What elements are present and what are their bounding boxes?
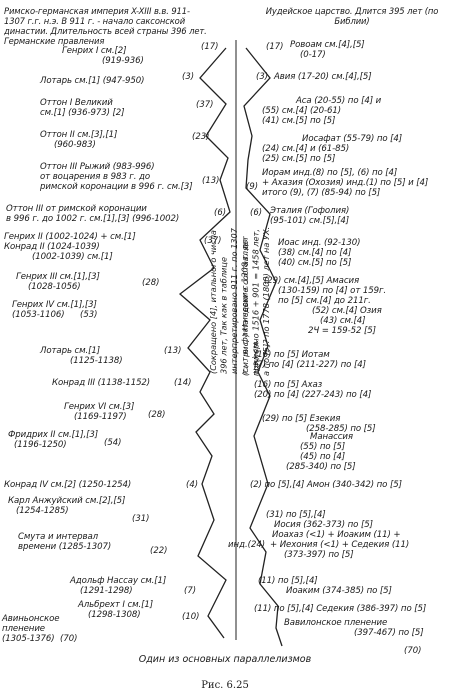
left-mark-15: (31) [132, 514, 150, 524]
right-entry-4: Иосафат (55-79) по [4](24) см.[4] и (61-… [262, 134, 403, 164]
right-entry-11: (29) по [5] Езекия(258-285) по [5] [262, 414, 376, 434]
right-mark-6: (6) [250, 208, 263, 218]
left-mark-18: (10) [182, 612, 200, 622]
left-mark-17: (7) [184, 586, 197, 596]
left-entry-17: Адольф Нассау см.[1](1291-1298) [70, 576, 167, 596]
center-right-note: (см. рис. ) На сдвиге составляет примерн… [240, 226, 271, 376]
right-entry-12: Манассия(55) по [5](45) по [4](285-340) … [286, 432, 356, 472]
left-mark-13: (54) [104, 438, 122, 448]
left-heading: Римско-германская империя X-XIII в.в. 91… [4, 6, 207, 46]
left-entry-7: Генрих II (1002-1024) + см.[1]Конрад II … [4, 232, 136, 262]
left-entry-5: Оттон III Рыжий (983-996)от воцарения в … [40, 162, 193, 192]
left-zigzag-line [178, 47, 231, 639]
right-entry-10: (16) по [5] Ахаз(20) по [4] (227-243) по… [254, 380, 372, 400]
left-mark-1: (17) [201, 42, 219, 52]
right-entry-7: Иоас инд. (92-130)(38) см.[4] по [4](40)… [278, 238, 361, 268]
left-mark-5: (13) [202, 176, 220, 186]
left-mark-4: (23) [192, 132, 210, 142]
left-entry-2: Лотарь см.[1] (947-950) [40, 76, 145, 86]
left-entry-1: Генрих I см.[2](919-936) [62, 46, 144, 66]
right-mark-1: (17) [266, 42, 284, 52]
left-mark-9: (53) [80, 310, 98, 320]
right-entry-16: (11) по [5],[4] Седекия (386-397) по [5] [254, 604, 427, 614]
left-mark-2: (3) [182, 72, 195, 82]
left-entry-14: Конрад IV см.[2] (1250-1254) [4, 480, 132, 490]
left-entry-18: Альбрехт I см.[1](1298-1308) [78, 600, 153, 620]
right-mark-2: (3) [256, 72, 269, 82]
right-entry-14: (31) по [5],[4]Иосия (362-373) по [5]Иоа… [266, 510, 410, 560]
right-entry-17: Вавилонское пленение(397-467) по [5] [284, 618, 424, 638]
left-entry-11: Конрад III (1138-1152) [52, 378, 151, 388]
right-zigzag-line [243, 47, 283, 647]
right-entry-9: (16) по [5] Иотам(7) по [4] (211-227) по… [254, 350, 366, 370]
center-mid-note: инд.(24) [228, 540, 266, 550]
left-mark-10: (13) [164, 346, 182, 356]
right-mark-17: (70) [404, 646, 422, 656]
left-mark-11: (14) [174, 378, 192, 388]
figure-caption: Рис. 6.25 [201, 680, 249, 691]
right-entry-5: Иорам инд.(8) по [5], (6) по [4]+ Ахазия… [262, 168, 429, 198]
left-mark-12: (28) [148, 410, 166, 420]
left-mark-7: (37) [204, 236, 222, 246]
left-entry-9: Генрих IV см.[1],[3](1053-1106) [12, 300, 97, 320]
right-entry-13: (2) по [5],[4] Амон (340-342) по [5] [250, 480, 402, 490]
left-entry-12: Генрих VI см.[3](1169-1197) [64, 402, 135, 422]
right-entry-6: Эталия (Гофолия)(95-101) см.[5],[4] [270, 206, 350, 226]
right-mark-5: (9) [246, 182, 259, 192]
right-entry-2: Авия (17-20) см.[4],[5] [274, 72, 372, 82]
left-mark-3: (37) [196, 100, 214, 110]
right-entry-15: (11) по [5],[4]Иоаким (374-385) по [5] [258, 576, 392, 596]
left-mark-19: (70) [60, 634, 78, 644]
left-entry-13: Фридрих II см.[1],[3](1196-1250) [8, 430, 98, 450]
right-heading: Иудейское царство. Длится 395 лет (по Би… [265, 6, 439, 26]
footer-title: Один из основных параллелизмов [138, 654, 312, 665]
left-entry-4: Оттон II см.[3],[1](960-983) [40, 130, 118, 150]
left-mark-6: (6) [214, 208, 227, 218]
left-entry-8: Генрих III см.[1],[3](1028-1056) [16, 272, 100, 292]
left-entry-10: Лотарь см.[1](1125-1138) [40, 346, 123, 366]
left-mark-14: (4) [186, 480, 199, 490]
right-entry-1: Ровоам см.[4],[5](0-17) [290, 40, 365, 60]
left-mark-8: (28) [142, 278, 160, 288]
left-mark-16: (22) [150, 546, 168, 556]
right-entry-8: (29) см.[4],[5] Амасия(130-159) по [4] о… [264, 276, 387, 336]
right-entry-3: Аса (20-55) по [4] и(55) см.[4] (20-61)(… [262, 96, 382, 126]
left-entry-15: Карл Анжуйский см.[2],[5](1254-1285) [8, 496, 126, 516]
